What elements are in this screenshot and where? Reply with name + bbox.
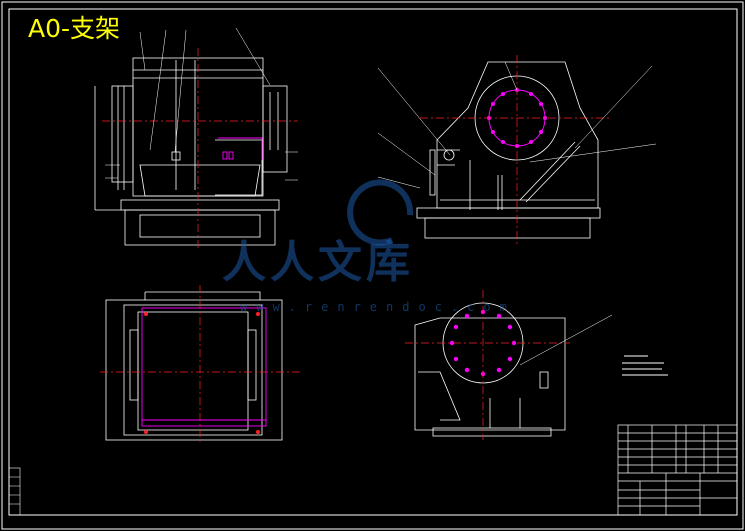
view-section: [414, 302, 566, 437]
view-side: [416, 61, 601, 239]
technical-notes: [622, 355, 668, 376]
view-section-centerlines: [405, 290, 570, 440]
view-front-centerlines: [102, 48, 298, 248]
inner-frame: [8, 8, 738, 516]
view-front-highlight: [218, 137, 263, 160]
view-front-leaders: [105, 27, 298, 181]
drawing-title: A0-支架: [28, 14, 121, 43]
view-top-marks: [144, 312, 260, 434]
view-side-leaders: [377, 61, 657, 189]
watermark-brand: 人人文库: [222, 237, 414, 288]
view-top-highlight: [141, 307, 267, 427]
watermark-url: www.renrendoc.com: [240, 300, 516, 314]
view-side-centerlines: [420, 55, 612, 245]
title-block: [617, 424, 738, 516]
view-top-centerlines: [100, 285, 300, 445]
view-front-section: [94, 57, 288, 246]
side-strip-table: [8, 467, 21, 516]
view-top: [105, 291, 283, 441]
watermark-logo: [347, 179, 414, 246]
view-section-leaders: [519, 314, 613, 366]
